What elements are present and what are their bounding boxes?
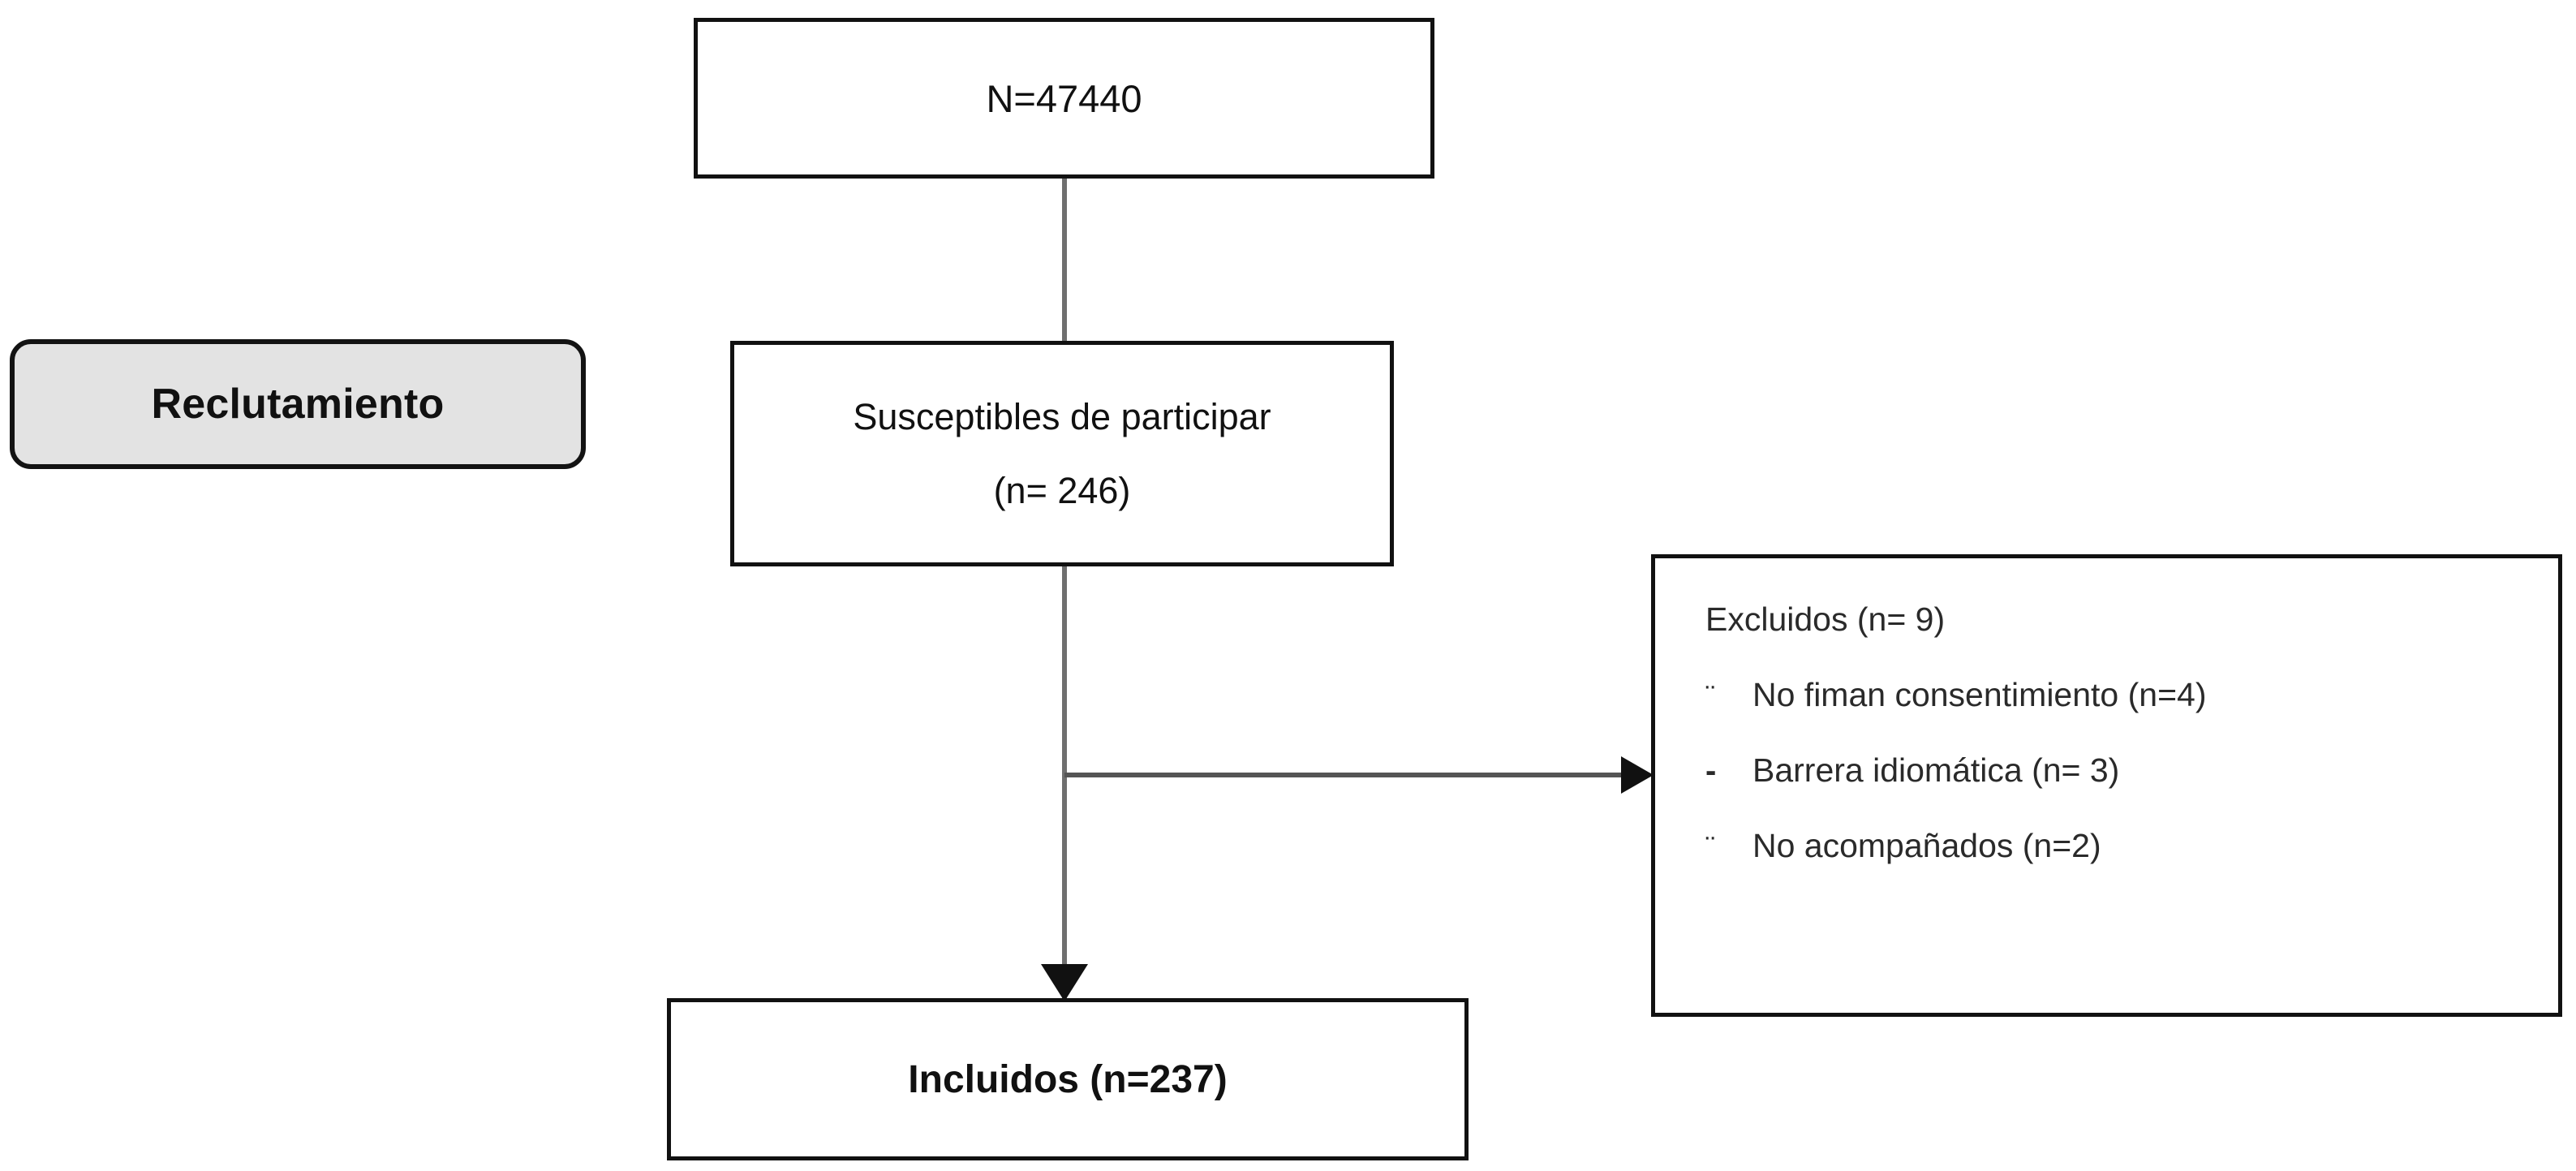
arrow-right-icon bbox=[1621, 756, 1654, 794]
node-eligible-line2: (n= 246) bbox=[993, 470, 1131, 511]
excluded-item-text: No acompañados (n=2) bbox=[1752, 827, 2101, 864]
node-included-label: Incluidos (n=237) bbox=[908, 1057, 1228, 1101]
node-total-label: N=47440 bbox=[986, 76, 1142, 120]
excluded-item: - Barrera idiomática (n= 3) bbox=[1705, 751, 2558, 790]
connector-eligible-to-included bbox=[1062, 566, 1067, 1005]
excluded-item: ¨ No acompañados (n=2) bbox=[1705, 827, 2558, 865]
node-total-screened: N=47440 bbox=[694, 18, 1434, 179]
bullet-dieresis-icon: ¨ bbox=[1705, 830, 1715, 863]
node-excluded: Excluidos (n= 9) ¨ No fiman consentimien… bbox=[1651, 554, 2562, 1017]
stage-label-text: Reclutamiento bbox=[151, 381, 445, 428]
stage-label-reclutamiento: Reclutamiento bbox=[10, 339, 586, 469]
excluded-item-text: Barrera idiomática (n= 3) bbox=[1752, 751, 2120, 789]
bullet-dieresis-icon: ¨ bbox=[1705, 679, 1715, 713]
bullet-dash-icon: - bbox=[1705, 753, 1717, 789]
node-eligible-line1: Susceptibles de participar bbox=[853, 395, 1271, 437]
excluded-item-text: No fiman consentimiento (n=4) bbox=[1752, 676, 2207, 713]
node-included: Incluidos (n=237) bbox=[667, 998, 1469, 1160]
arrow-down-icon bbox=[1041, 964, 1088, 1001]
excluded-heading: Excluidos (n= 9) bbox=[1705, 601, 1946, 638]
connector-total-to-eligible bbox=[1062, 179, 1067, 341]
excluded-item: ¨ No fiman consentimiento (n=4) bbox=[1705, 676, 2558, 714]
node-eligible: Susceptibles de participar (n= 246) bbox=[730, 341, 1394, 566]
connector-eligible-to-excluded bbox=[1064, 773, 1624, 777]
